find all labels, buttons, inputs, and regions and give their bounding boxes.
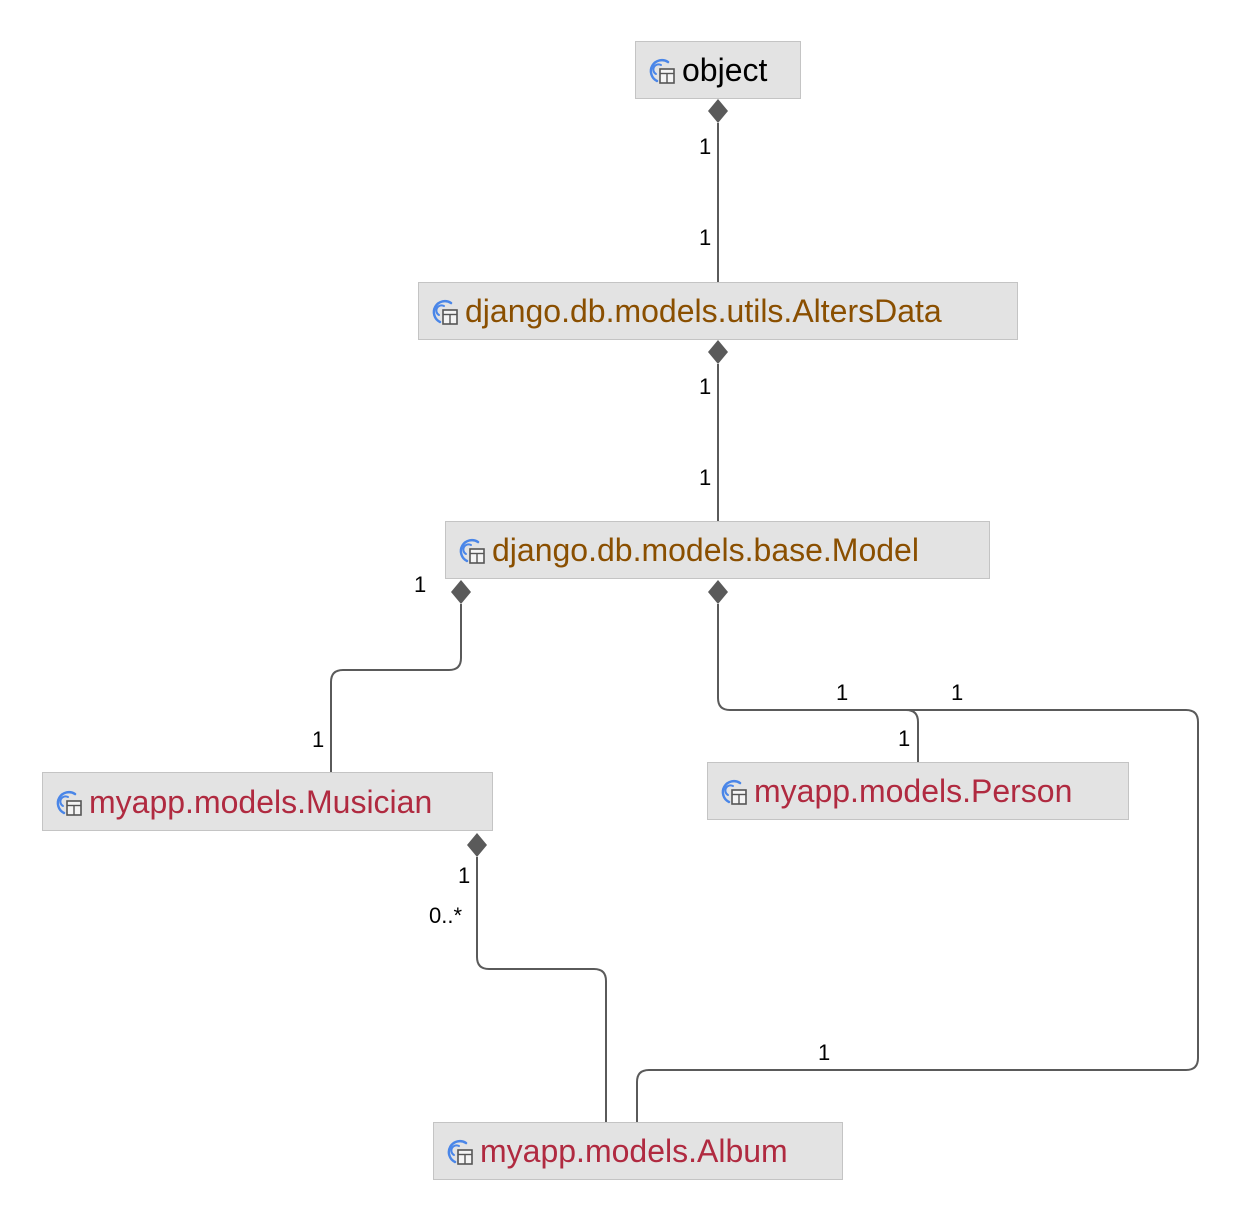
multiplicity-label: 1	[898, 726, 911, 751]
multiplicity-label: 1	[951, 680, 964, 705]
multiplicity-label: 1	[836, 680, 849, 705]
class-name: object	[682, 52, 768, 88]
multiplicity-label: 1	[312, 727, 325, 752]
composition-diamond	[708, 340, 728, 364]
python-class-icon	[432, 299, 458, 325]
class-name: myapp.models.Musician	[89, 783, 433, 820]
multiplicity-label: 1	[458, 863, 471, 888]
composition-diamond	[708, 99, 728, 123]
composition-diamond	[451, 580, 471, 604]
class-node-album[interactable]: myapp.models.Album	[433, 1122, 843, 1180]
class-name: django.db.models.base.Model	[492, 532, 919, 568]
python-class-icon	[721, 779, 747, 805]
class-node-alters-data[interactable]: django.db.models.utils.AltersData	[418, 282, 1018, 340]
edge-model-musician	[330, 604, 462, 772]
python-class-icon	[56, 790, 82, 816]
class-node-model[interactable]: django.db.models.base.Model	[445, 521, 990, 579]
multiplicity-label: 1	[818, 1040, 831, 1065]
class-node-musician[interactable]: myapp.models.Musician	[42, 772, 493, 831]
multiplicity-label: 1	[699, 465, 712, 490]
multiplicity-label: 1	[699, 374, 712, 399]
python-class-icon	[447, 1139, 473, 1165]
edge-model-album	[636, 709, 1199, 1122]
composition-diamond	[467, 833, 487, 857]
class-name: myapp.models.Person	[754, 773, 1073, 809]
class-name: django.db.models.utils.AltersData	[465, 293, 942, 329]
edge-model-person	[717, 604, 919, 762]
python-class-icon	[459, 538, 485, 564]
multiplicity-label: 1	[699, 225, 712, 250]
class-node-object[interactable]: object	[635, 41, 801, 99]
class-name: myapp.models.Album	[480, 1133, 788, 1169]
class-node-person[interactable]: myapp.models.Person	[707, 762, 1129, 820]
multiplicity-label: 1	[414, 572, 427, 597]
composition-diamond	[708, 580, 728, 604]
edge-musician-album	[476, 857, 607, 1122]
python-class-icon	[649, 58, 675, 84]
multiplicity-label: 0..*	[429, 903, 463, 928]
multiplicity-label: 1	[699, 134, 712, 159]
